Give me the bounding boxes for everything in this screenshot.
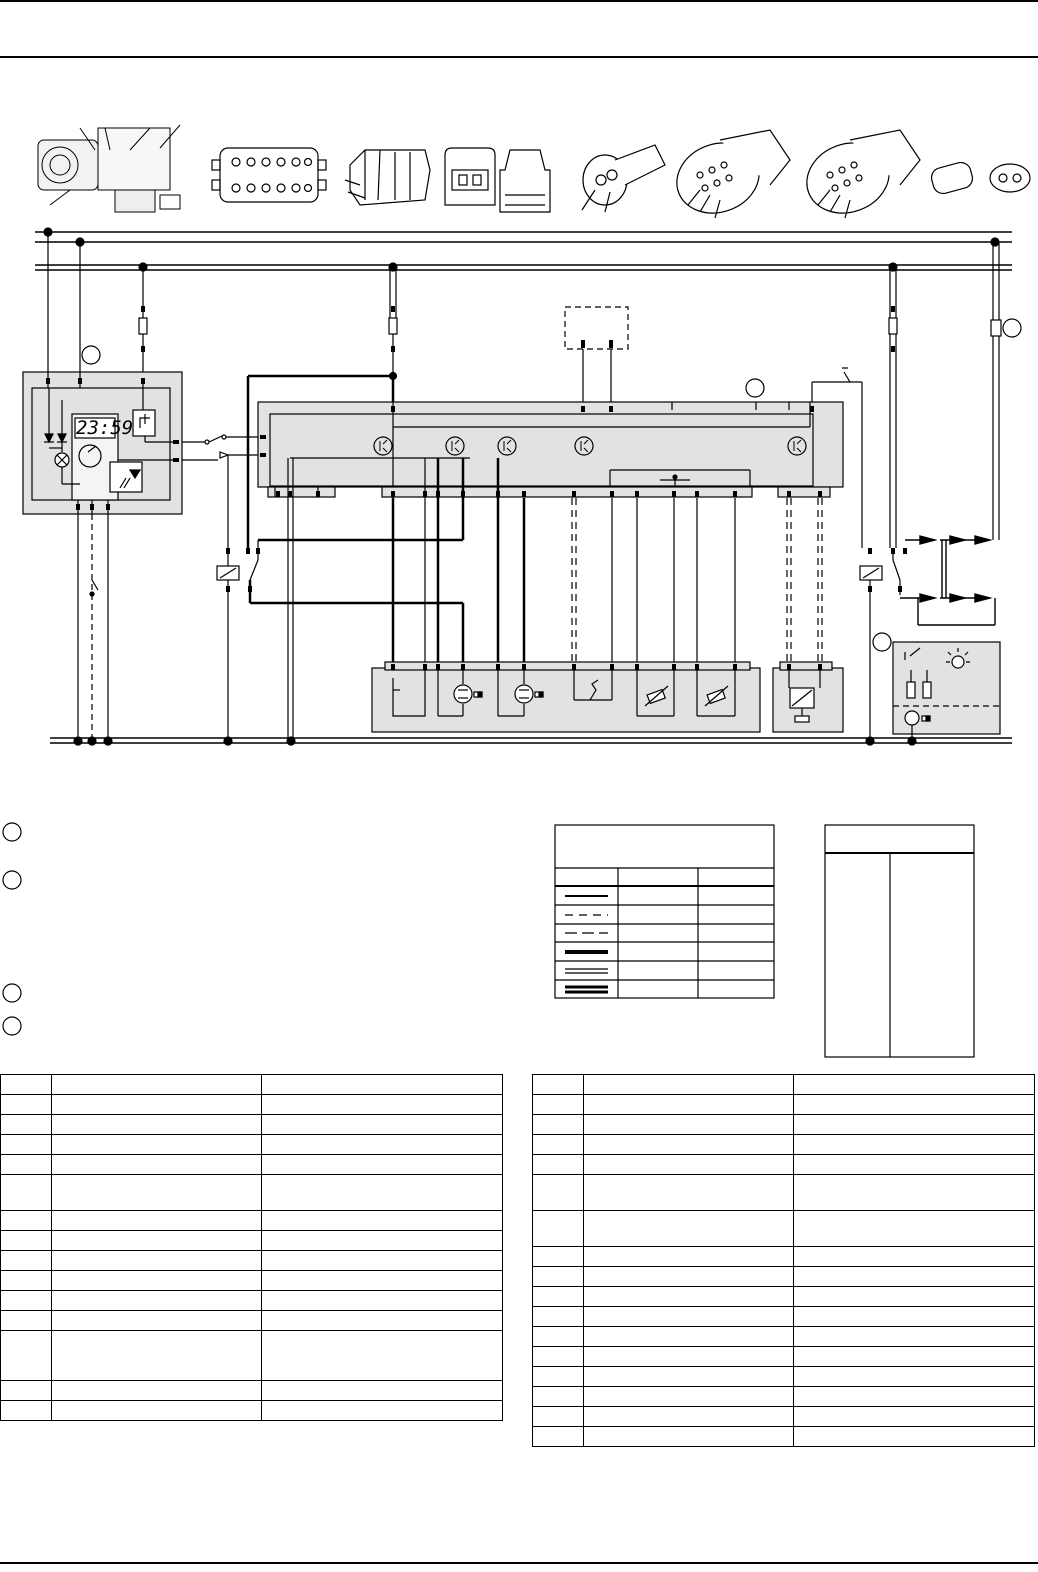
table-row bbox=[532, 1154, 1035, 1175]
actuator-block bbox=[371, 661, 761, 733]
supply-bus bbox=[35, 231, 1012, 271]
relay-icon bbox=[216, 540, 259, 738]
table-row bbox=[0, 1154, 503, 1175]
table-row bbox=[532, 1346, 1035, 1367]
table-row bbox=[0, 1400, 503, 1421]
table-row bbox=[532, 1366, 1035, 1387]
ground-bus bbox=[50, 737, 1012, 744]
table-row bbox=[532, 1094, 1035, 1115]
wiring-diagram: 23:59 bbox=[2, 124, 1031, 1058]
table-row bbox=[532, 1426, 1035, 1447]
clock-readout: 23:59 bbox=[76, 417, 133, 439]
table-row bbox=[532, 1406, 1035, 1427]
table-row bbox=[0, 1094, 503, 1115]
switch-icon bbox=[182, 434, 262, 548]
table-row bbox=[532, 1174, 1035, 1211]
connector-oval-8-pin-icon-2 bbox=[806, 129, 921, 219]
table-row bbox=[0, 1210, 503, 1231]
wire-legend bbox=[554, 824, 775, 999]
color-code-box bbox=[824, 824, 975, 1058]
diode-icon bbox=[900, 535, 996, 626]
table-row bbox=[0, 1330, 503, 1381]
callout-markers bbox=[81, 318, 1022, 652]
table-row bbox=[0, 1250, 503, 1271]
table-row bbox=[532, 1286, 1035, 1307]
motor-icon bbox=[453, 684, 544, 704]
table-row bbox=[0, 1174, 503, 1211]
table-row bbox=[532, 1134, 1035, 1155]
connector-oval-8-pin-icon bbox=[676, 129, 791, 219]
table-row bbox=[0, 1310, 503, 1331]
connector-3-pin-icon bbox=[499, 149, 551, 213]
table-row bbox=[0, 1074, 503, 1095]
timer-ground-leads bbox=[77, 514, 109, 738]
solenoid-block bbox=[772, 661, 844, 733]
connector-12-pin-icon bbox=[211, 147, 327, 203]
bottom-rule bbox=[0, 1562, 1038, 1564]
heater-unit-illustration bbox=[37, 124, 181, 213]
sensor-icon bbox=[589, 679, 729, 707]
parts-table-right bbox=[532, 1074, 1035, 1447]
table-row bbox=[532, 1210, 1035, 1247]
table-row bbox=[0, 1134, 503, 1155]
control-unit bbox=[246, 345, 863, 548]
table-row bbox=[532, 1114, 1035, 1135]
connector-2-pin-icon bbox=[444, 147, 496, 206]
fuse-icon bbox=[138, 242, 1002, 548]
lamp-icon bbox=[892, 641, 1001, 738]
table-row bbox=[532, 1306, 1035, 1327]
table-row bbox=[532, 1266, 1035, 1287]
connector-latch-icon bbox=[344, 149, 431, 206]
connector-small-icon bbox=[930, 161, 1031, 195]
external-sensor-box bbox=[564, 306, 629, 350]
table-row bbox=[0, 1270, 503, 1291]
table-row bbox=[0, 1114, 503, 1135]
top-rule bbox=[0, 0, 1038, 2]
table-row bbox=[532, 1246, 1035, 1267]
timer-module: 23:59 bbox=[22, 232, 183, 515]
header-rule bbox=[0, 56, 1038, 58]
table-row bbox=[532, 1386, 1035, 1407]
parts-table-left bbox=[0, 1074, 503, 1421]
table-row bbox=[532, 1326, 1035, 1347]
table-row bbox=[0, 1230, 503, 1251]
table-row bbox=[532, 1074, 1035, 1095]
note-callouts bbox=[2, 822, 22, 1036]
table-row bbox=[0, 1290, 503, 1311]
table-row bbox=[0, 1380, 503, 1401]
connector-round-icon bbox=[581, 144, 666, 213]
connector-pin-ticks bbox=[46, 306, 907, 670]
